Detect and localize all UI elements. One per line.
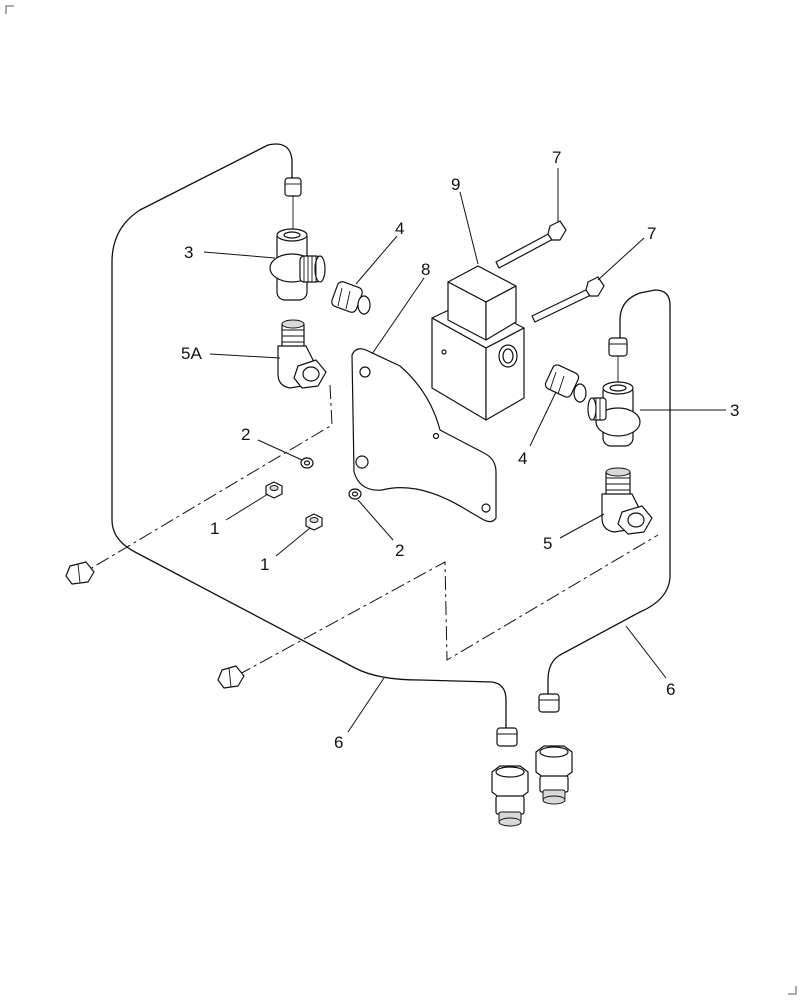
callout-9: 9	[451, 175, 460, 194]
leader-1-upper	[225, 493, 269, 521]
nut-lower	[305, 513, 323, 531]
callout-1-lower: 1	[260, 555, 269, 574]
tube-nut-bottom-right	[538, 693, 560, 713]
adapter-left	[331, 281, 371, 315]
leader-5	[559, 513, 605, 539]
adapter-right	[544, 364, 587, 403]
tee-fitting-left	[269, 228, 326, 301]
bolt-lower	[531, 276, 605, 323]
phantom-line-bottom	[237, 534, 659, 676]
leader-6-left	[347, 677, 385, 733]
leader-2-upper	[257, 439, 303, 461]
callout-8: 8	[421, 260, 430, 279]
callout-2-lower: 2	[395, 541, 404, 560]
leader-7-lower	[597, 237, 645, 281]
leader-3-left	[203, 251, 276, 259]
callout-6-left: 6	[334, 733, 343, 752]
tee-fitting-right	[587, 381, 641, 447]
callout-1-upper: 1	[210, 519, 219, 538]
washer-lower	[348, 488, 362, 500]
crop-mark-bottom-right	[788, 986, 797, 995]
callout-7-lower: 7	[647, 224, 656, 243]
leader-2-lower	[357, 499, 394, 541]
washer-upper	[300, 457, 314, 469]
callout-3-right: 3	[730, 401, 739, 420]
crop-mark-top-left	[5, 5, 14, 14]
callout-3-left: 3	[184, 243, 193, 262]
bolt-upper	[495, 220, 567, 269]
tube-nut-right	[608, 337, 628, 382]
leader-9	[459, 191, 479, 265]
callout-4-left: 4	[395, 219, 404, 238]
callout-6-right: 6	[666, 680, 675, 699]
valve-block	[431, 265, 525, 421]
tube-nut-top	[284, 177, 302, 230]
tube-nut-bottom-center	[496, 727, 518, 747]
quick-coupler-right	[535, 745, 573, 805]
leader-4-right	[529, 391, 557, 447]
elbow-fitting-5	[601, 467, 653, 535]
tube-nut-far-left	[65, 561, 95, 585]
mounting-bracket	[351, 348, 497, 523]
tube-nut-bottom-left	[217, 665, 245, 689]
quick-coupler-left	[491, 765, 529, 827]
elbow-fitting-5a	[277, 319, 327, 389]
phantom-line-left	[84, 384, 333, 573]
callout-7-upper: 7	[552, 148, 561, 167]
tube-left	[111, 143, 507, 730]
tube-right	[547, 289, 671, 695]
callout-2-upper: 2	[241, 425, 250, 444]
leader-5a	[209, 353, 281, 359]
callout-5a: 5A	[181, 344, 202, 363]
callout-4-right: 4	[518, 449, 527, 468]
leader-4-left	[355, 235, 398, 285]
leader-8	[371, 277, 425, 355]
nut-upper	[265, 481, 283, 499]
leader-1-lower	[275, 527, 311, 557]
leader-6-right	[625, 625, 667, 679]
callout-5: 5	[543, 534, 552, 553]
